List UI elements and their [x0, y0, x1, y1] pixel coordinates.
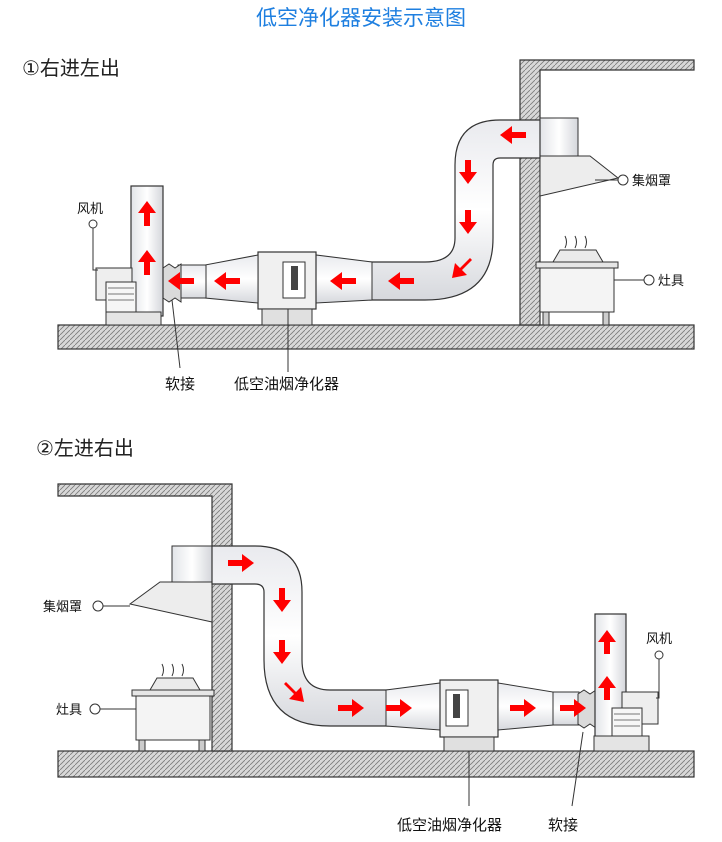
exhaust-duct [369, 119, 541, 301]
flow-arrows-1 [138, 126, 526, 290]
flow-arrow [459, 210, 477, 234]
smoke-hood [128, 545, 213, 623]
flow-arrow [338, 699, 364, 717]
label-hood: 集烟罩 [632, 173, 671, 189]
flow-arrow [284, 682, 304, 702]
flow-arrow [560, 699, 586, 717]
flow-arrow [273, 588, 291, 612]
exhaust-duct [211, 545, 389, 727]
flow-arrow [138, 250, 156, 275]
flow-arrow [168, 272, 194, 290]
flow-arrows-2 [228, 554, 616, 717]
flow-arrow [500, 126, 526, 144]
floor-slab [57, 324, 695, 350]
leader-lines-2 [89, 600, 664, 807]
label-soft-joint: 软接 [548, 816, 578, 834]
section-2-heading: ②左进右出 [36, 436, 134, 460]
flow-arrow [214, 272, 240, 290]
wall [519, 59, 695, 326]
flow-arrow [386, 699, 412, 717]
flow-arrow [510, 699, 536, 717]
purifier-unit [257, 251, 317, 326]
label-purifier: 低空油烟净化器 [234, 375, 339, 393]
label-stove: 灶具 [56, 703, 82, 718]
flow-arrow [598, 630, 616, 654]
floor-slab [57, 750, 695, 778]
flow-arrow [598, 676, 616, 700]
label-fan: 风机 [646, 632, 672, 647]
smoke-hood [539, 117, 620, 197]
wall [57, 483, 233, 752]
stove [131, 663, 215, 752]
flow-arrow [228, 554, 254, 572]
label-purifier: 低空油烟净化器 [397, 816, 502, 834]
flow-arrow [138, 201, 156, 226]
section-1-heading: ①右进左出 [22, 56, 120, 80]
flow-arrow [452, 258, 472, 278]
stove [535, 235, 619, 326]
fan [95, 185, 164, 326]
leader-lines-1 [88, 174, 655, 372]
flow-arrow [459, 160, 477, 184]
label-hood: 集烟罩 [43, 599, 82, 615]
purifier-unit [439, 679, 499, 752]
page-title: 低空净化器安装示意图 [256, 6, 466, 30]
label-stove: 灶具 [658, 274, 684, 289]
flow-arrow [388, 272, 414, 290]
flow-arrow [330, 272, 356, 290]
diagram-2: 集烟罩 灶具 风机 低空油烟净化器 软接 [43, 483, 695, 834]
flow-arrow [273, 640, 291, 664]
label-soft-joint: 软接 [165, 375, 195, 393]
diagram-1: 风机 集烟罩 灶具 软接 低空油烟净化器 [57, 59, 695, 393]
label-fan: 风机 [77, 202, 103, 217]
